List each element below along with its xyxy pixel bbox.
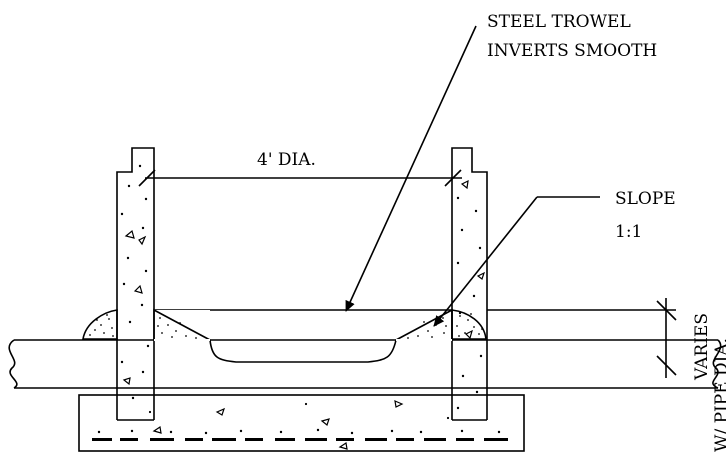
diameter-label: 4' DIA. (257, 150, 316, 170)
trowel-label-line2: INVERTS SMOOTH (487, 41, 657, 61)
varies-label-line1: VARIES (692, 313, 712, 381)
bench-fill (153, 308, 453, 363)
pipe (8, 339, 722, 389)
diameter-dimension: 4' DIA. (138, 150, 462, 187)
slope-label-line2: 1:1 (615, 222, 642, 242)
slope-label-line1: SLOPE (615, 189, 676, 209)
slope-leader: SLOPE 1:1 (433, 189, 676, 327)
base-slab (78, 394, 525, 452)
varies-label-line2: W/ PIPE DIA. (712, 338, 726, 452)
trowel-label-line1: STEEL TROWEL (487, 12, 631, 32)
varies-dimension: VARIES W/ PIPE DIA. (487, 298, 726, 452)
left-wall (116, 147, 155, 421)
trowel-leader: STEEL TROWEL INVERTS SMOOTH (345, 12, 657, 312)
right-wall (451, 147, 488, 421)
